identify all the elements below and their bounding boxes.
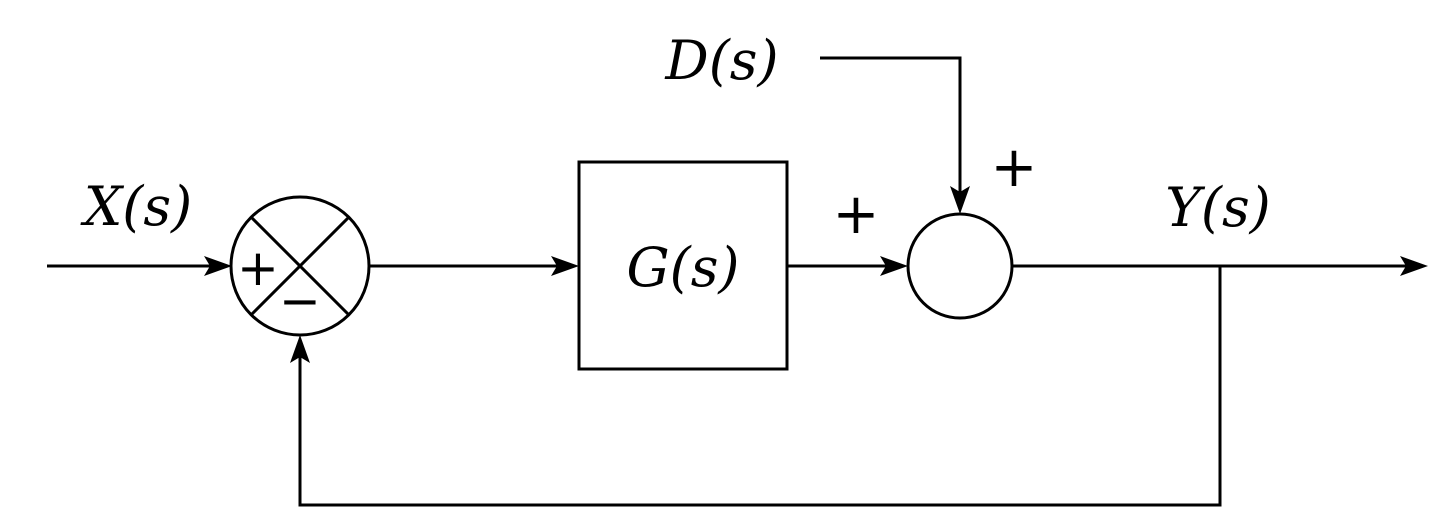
disturbance-label: D(s) bbox=[664, 29, 778, 92]
plant-to-adder-plus-sign: + bbox=[833, 182, 880, 247]
feedback-wire bbox=[298, 266, 1222, 507]
summer-plus-sign: + bbox=[237, 239, 279, 297]
disturbance-arrow bbox=[950, 186, 970, 214]
output-label: Y(s) bbox=[1165, 176, 1271, 239]
input-label: X(s) bbox=[80, 175, 192, 238]
output-arrow bbox=[1400, 256, 1428, 276]
feedback-arrow bbox=[290, 335, 310, 363]
disturbance-wire bbox=[820, 56, 962, 200]
plant-label: G(s) bbox=[627, 236, 740, 299]
plant-output-arrow bbox=[880, 256, 908, 276]
summing-junction bbox=[229, 195, 371, 337]
adder-junction bbox=[906, 212, 1014, 320]
summer-minus-sign: − bbox=[279, 272, 321, 330]
disturbance-plus-sign: + bbox=[991, 135, 1038, 200]
input-arrow bbox=[204, 256, 232, 276]
error-arrow bbox=[551, 256, 579, 276]
